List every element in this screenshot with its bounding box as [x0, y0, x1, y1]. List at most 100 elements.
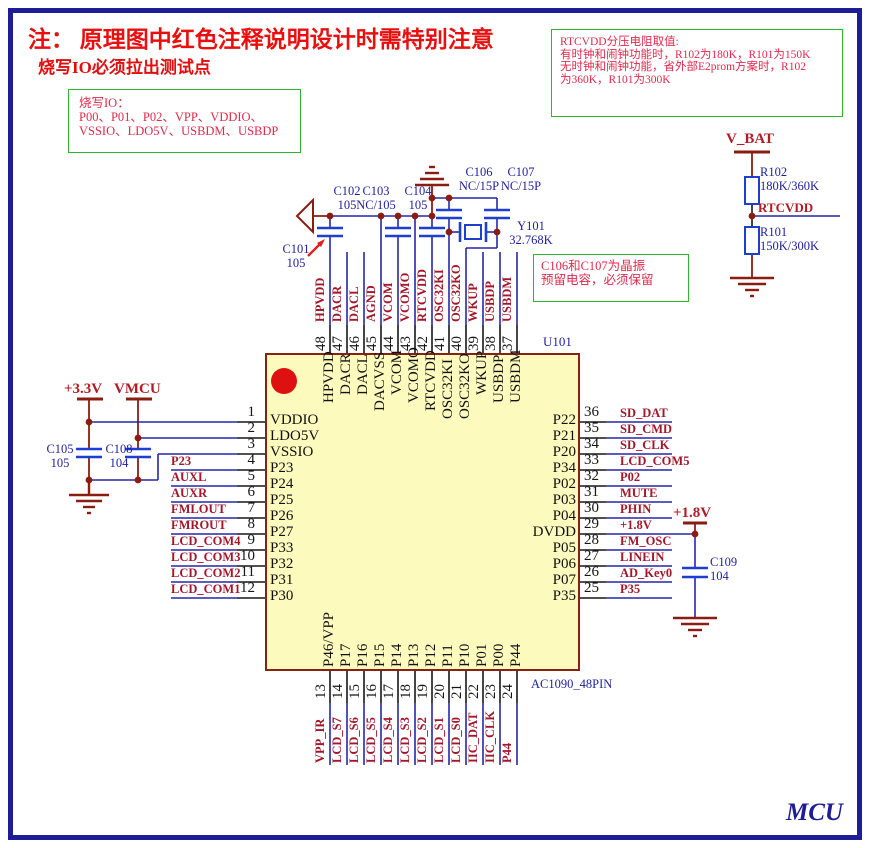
net-label-USBDM: USBDM — [500, 276, 514, 322]
net-label-SD_CMD: SD_CMD — [620, 422, 673, 436]
pin-number-32: 32 — [584, 468, 599, 484]
pin-name-21: P10 — [457, 643, 473, 667]
pin-number-3: 3 — [247, 436, 256, 452]
net-label-FMLOUT: FMLOUT — [171, 502, 226, 516]
net-label-VPP_IR: VPP_IR — [313, 718, 327, 763]
pin-name-11: P31 — [270, 572, 294, 588]
power-net-label-rtcvdd: RTCVDD — [758, 200, 814, 215]
power-net-label-v33: +3.3V — [64, 381, 103, 397]
pin-name-47: DACR — [338, 353, 354, 395]
pin-number-30: 30 — [584, 500, 599, 516]
net-label-LCD_S0: LCD_S0 — [449, 717, 463, 763]
pin-name-28: P05 — [552, 540, 576, 556]
net-label-PHIN: PHIN — [620, 502, 652, 516]
pin-number-26: 26 — [584, 564, 599, 580]
junction-dots — [85, 194, 756, 538]
net-label-+1.8V: +1.8V — [620, 518, 652, 532]
pin-name-4: P23 — [270, 460, 294, 476]
mcu-chip-body — [265, 353, 580, 671]
net-label-AUXL: AUXL — [171, 470, 207, 484]
pin-number-14: 14 — [330, 684, 346, 699]
net-label-OSC32KO: OSC32KO — [449, 264, 463, 322]
net-label-IIC_DAT: IIC_DAT — [466, 712, 480, 763]
note-line: 为360K，R101为300K — [560, 73, 671, 86]
pin-number-38: 38 — [483, 336, 499, 351]
net-label-OSC32KI: OSC32KI — [432, 269, 446, 322]
pin-number-12: 12 — [240, 580, 255, 596]
pin-name-18: P13 — [406, 643, 422, 667]
pin-number-33: 33 — [584, 452, 599, 468]
pin-number-25: 25 — [584, 580, 599, 596]
pin-name-42: RTCVDD — [423, 350, 439, 411]
pin-name-32: P02 — [552, 476, 576, 492]
pin1-marker-dot — [271, 368, 297, 394]
pin-number-18: 18 — [398, 684, 414, 699]
net-label-P23: P23 — [171, 454, 192, 468]
resistor-r101-symbol — [744, 226, 760, 255]
pin-number-16: 16 — [364, 684, 380, 699]
crystal-y101-symbol — [458, 222, 488, 242]
net-label-AGND: AGND — [364, 285, 378, 322]
pin-number-10: 10 — [240, 548, 255, 564]
net-label-WKUP: WKUP — [466, 283, 480, 322]
sheet-title-mcu: MCU — [786, 799, 843, 826]
net-label-IIC_CLK: IIC_CLK — [483, 710, 497, 763]
pin-name-43: VCOMO — [406, 347, 422, 403]
net-label-VCOM: VCOM — [381, 282, 395, 322]
pin-name-33: P34 — [552, 460, 576, 476]
pin-stubs — [237, 325, 606, 703]
pin-name-48: HPVDD — [321, 351, 337, 403]
net-label-FM_OSC: FM_OSC — [620, 534, 672, 548]
net-label-P02: P02 — [620, 470, 641, 484]
net-label-P44: P44 — [500, 742, 514, 763]
pin-name-6: P25 — [270, 492, 294, 508]
pin-name-3: VSSIO — [270, 444, 314, 460]
pin-name-8: P27 — [270, 524, 294, 540]
net-label-LCD_S4: LCD_S4 — [381, 717, 395, 763]
pin-name-17: P14 — [389, 643, 405, 667]
note-line: 有时钟和闹钟功能时，R102为180K，R101为150K — [560, 48, 811, 61]
pin-name-37: USBDM — [508, 349, 524, 403]
pin-name-15: P16 — [355, 643, 371, 667]
pin-name-27: P06 — [552, 556, 576, 572]
net-label-SD_DAT: SD_DAT — [620, 406, 668, 420]
note-burn-io: 烧写IO： P00、P01、P02、VPP、VDDIO、 VSSIO、LDO5V… — [68, 89, 301, 153]
pin-name-34: P20 — [552, 444, 576, 460]
power-net-label-v18: +1.8V — [673, 505, 712, 521]
resistor-r102-symbol — [744, 176, 760, 205]
pin-name-7: P26 — [270, 508, 294, 524]
pin-name-22: P01 — [474, 643, 490, 667]
pin-number-17: 17 — [381, 684, 397, 699]
pin-number-29: 29 — [584, 516, 599, 532]
pin-name-1: VDDIO — [270, 412, 319, 428]
pin-name-31: P03 — [552, 492, 576, 508]
pin-name-16: P15 — [372, 643, 388, 667]
pin-number-6: 6 — [247, 484, 256, 500]
pin-name-12: P30 — [270, 588, 294, 604]
pin-name-35: P21 — [552, 428, 576, 444]
note-crystal-caps: C106和C107为晶振 预留电容，必须保留 — [533, 254, 689, 302]
pin-number-11: 11 — [240, 564, 255, 580]
pin-name-39: WKUP — [474, 350, 490, 395]
net-label-DACL: DACL — [347, 286, 361, 322]
pin-name-29: DVDD — [532, 524, 576, 540]
pin-name-23: P00 — [491, 643, 507, 667]
pin-name-2: LDO5V — [270, 428, 320, 444]
pin-number-1: 1 — [247, 404, 256, 420]
net-label-AD_Key0: AD_Key0 — [620, 566, 673, 580]
page-title: 注： 原理图中红色注释说明设计时需特别注意 — [28, 27, 494, 52]
note-line: P00、P01、P02、VPP、VDDIO、 — [79, 110, 264, 124]
note-line: 预留电容，必须保留 — [541, 273, 654, 288]
pin-number-4: 4 — [247, 452, 256, 468]
pin-number-7: 7 — [247, 500, 256, 516]
pin-number-46: 46 — [347, 336, 363, 351]
pin-number-13: 13 — [313, 684, 329, 699]
pin-number-24: 24 — [500, 684, 516, 699]
